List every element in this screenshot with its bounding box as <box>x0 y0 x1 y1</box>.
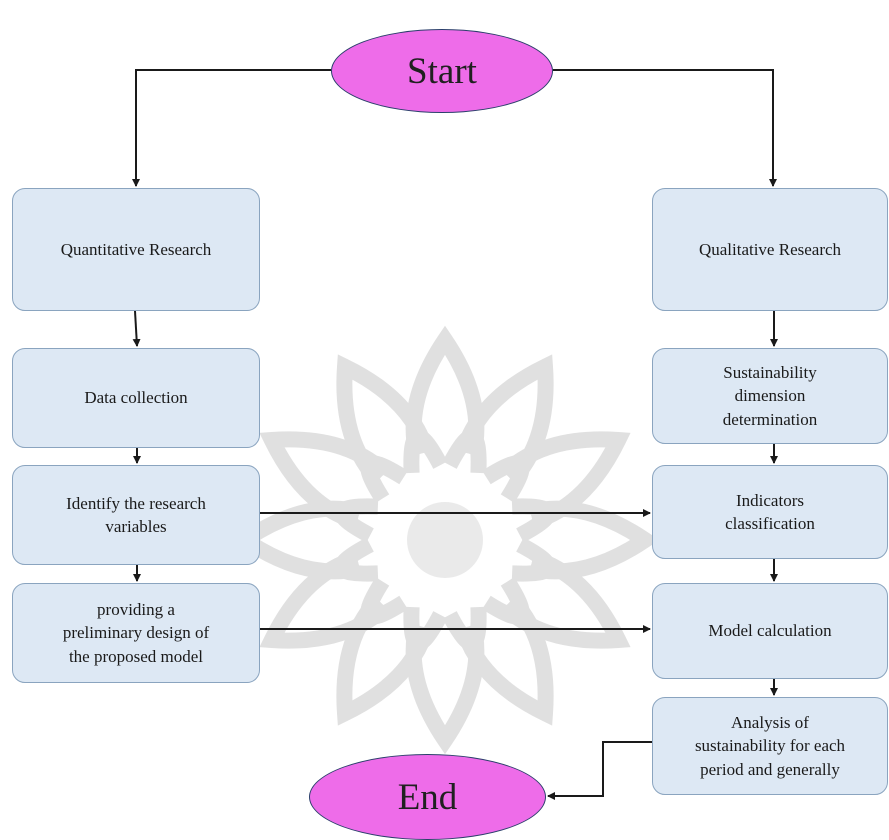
indicators-classification-line-1: Indicators <box>736 490 804 510</box>
analysis-line-1: Analysis of <box>731 712 809 732</box>
preliminary-design-line-1: providing a <box>97 599 175 619</box>
analysis-line-3: period and generally <box>700 759 840 779</box>
quantitative-research-box: Quantitative Research <box>12 188 260 311</box>
sustainability-dimension-line-1: Sustainability <box>723 362 817 382</box>
data-collection-label: Data collection <box>84 388 188 408</box>
identify-variables-line-2: variables <box>105 517 167 536</box>
indicators-classification-box: Indicators classification <box>652 465 888 559</box>
end-label: End <box>397 776 458 818</box>
analysis-line-2: sustainability for each <box>694 736 846 756</box>
connector-start-to-quantitative <box>132 69 331 187</box>
sustainability-dimension-line-3: determination <box>722 409 818 429</box>
connector-quantitative-to-data <box>132 310 141 347</box>
preliminary-design-line-3: the proposed model <box>68 646 204 666</box>
model-calculation-label: Model calculation <box>708 621 832 641</box>
start-label: Start <box>407 50 477 92</box>
data-collection-box: Data collection <box>12 348 260 448</box>
sustainability-dimension-line-2: dimension <box>734 386 806 406</box>
preliminary-design-box: providing a preliminary design of the pr… <box>12 583 260 683</box>
end-node: End <box>309 754 546 840</box>
identify-variables-box: Identify the research variables <box>12 465 260 565</box>
identify-variables-line-1: Identify the research <box>66 493 206 513</box>
quantitative-research-label: Quantitative Research <box>60 239 212 259</box>
indicators-classification-line-2: classification <box>725 514 815 533</box>
qualitative-research-box: Qualitative Research <box>652 188 888 311</box>
connector-start-to-qualitative <box>553 69 777 187</box>
qualitative-research-label: Qualitative Research <box>698 239 842 259</box>
start-node: Start <box>331 29 553 113</box>
model-calculation-box: Model calculation <box>652 583 888 679</box>
sustainability-dimension-box: Sustainability dimension determination <box>652 348 888 444</box>
analysis-box: Analysis of sustainability for each peri… <box>652 697 888 795</box>
connector-analysis-to-end <box>547 741 652 800</box>
preliminary-design-line-2: preliminary design of <box>62 623 210 643</box>
